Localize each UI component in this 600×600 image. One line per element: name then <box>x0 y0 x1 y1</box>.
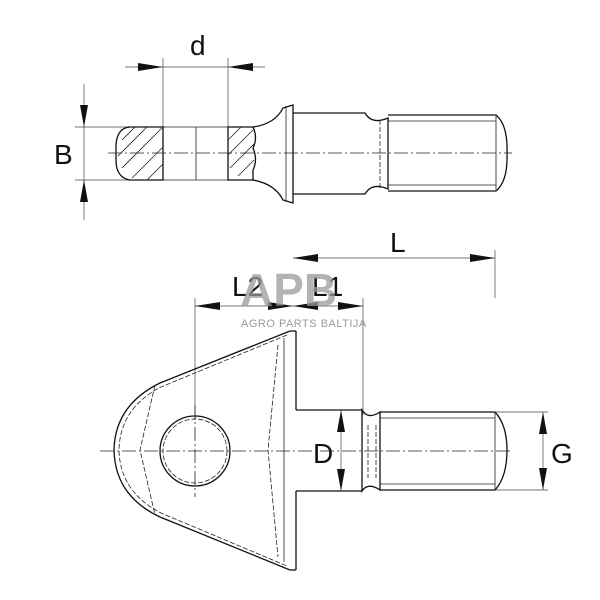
watermark: APB AGRO PARTS BALTIJA <box>240 264 367 330</box>
label-l1: L1 <box>312 271 343 302</box>
dimension-d: d <box>125 30 265 128</box>
label-g: G <box>551 438 573 469</box>
dimension-d-diameter: D <box>313 410 345 491</box>
watermark-logo: APB <box>240 264 337 316</box>
top-view: d B <box>54 30 512 220</box>
plate-body <box>113 330 297 571</box>
dimension-l: L <box>293 227 496 298</box>
bottom-view: L L2 L1 <box>100 227 573 571</box>
label-D: D <box>313 438 333 469</box>
label-b: B <box>54 139 73 170</box>
shank-top <box>252 104 508 204</box>
label-l2: L2 <box>232 271 263 302</box>
dimension-b: B <box>54 84 165 220</box>
watermark-text: AGRO PARTS BALTIJA <box>241 318 367 330</box>
label-l: L <box>390 227 406 258</box>
label-d: d <box>190 30 206 61</box>
dimension-l1-l2: L2 L1 <box>194 271 364 420</box>
dimension-g: G <box>495 411 573 491</box>
eye-section <box>115 126 257 181</box>
shank-bottom <box>296 407 508 494</box>
